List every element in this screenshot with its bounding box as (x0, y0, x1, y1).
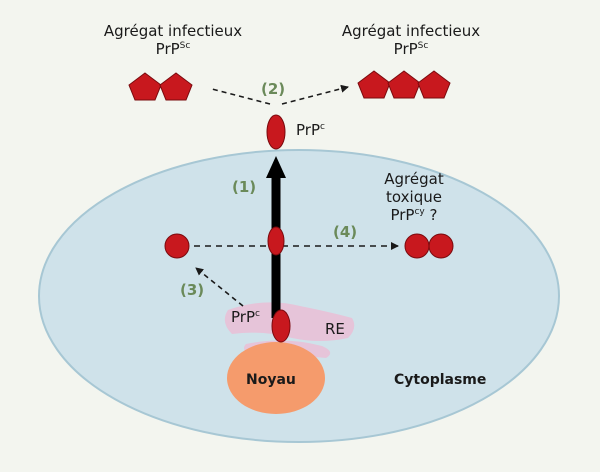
label-nucleus: Noyau (246, 372, 296, 388)
infectious-aggregate-right (357, 70, 451, 99)
retrotranslocation-arrow (195, 267, 244, 307)
step-2-label: (2) (261, 80, 286, 98)
toxic-aggregate (404, 233, 454, 259)
nucleus (227, 342, 325, 414)
conversion-arrow-left (211, 88, 271, 105)
infectious-aggregate-left (128, 72, 193, 101)
label-aggregate-left: Agrégat infectieux PrPSc (78, 22, 268, 58)
label-er: RE (325, 320, 345, 338)
label-toxic-aggregate: Agrégat toxique PrPcy ? (366, 170, 462, 224)
aggregate-right-title: Agrégat infectieux (341, 22, 481, 40)
conversion-arrow-right (281, 84, 349, 105)
aggregate-right-prp: PrPSc (393, 40, 429, 58)
cytosolic-prp (164, 233, 190, 259)
prpc-monomer-er (271, 309, 291, 343)
label-prpc-er: PrPc (231, 308, 260, 326)
label-cytoplasm: Cytoplasme (394, 372, 487, 388)
toxic-title-2: toxique (386, 188, 442, 206)
toxic-prp: PrPcy ? (390, 206, 438, 224)
label-prpc-top: PrPc (296, 121, 325, 139)
step-3-label: (3) (180, 281, 205, 299)
toxic-title-1: Agrégat (384, 170, 444, 188)
step-1-label: (1) (232, 178, 257, 196)
prpc-monomer-surface (266, 114, 286, 150)
step-4-label: (4) (333, 223, 358, 241)
label-aggregate-right: Agrégat infectieux PrPSc (316, 22, 506, 58)
prpc-monomer-transit (267, 226, 285, 256)
cell-membrane (38, 149, 560, 443)
export-arrow-head (266, 156, 286, 178)
aggregate-left-title: Agrégat infectieux (103, 22, 243, 40)
aggregate-left-prp: PrPSc (155, 40, 191, 58)
